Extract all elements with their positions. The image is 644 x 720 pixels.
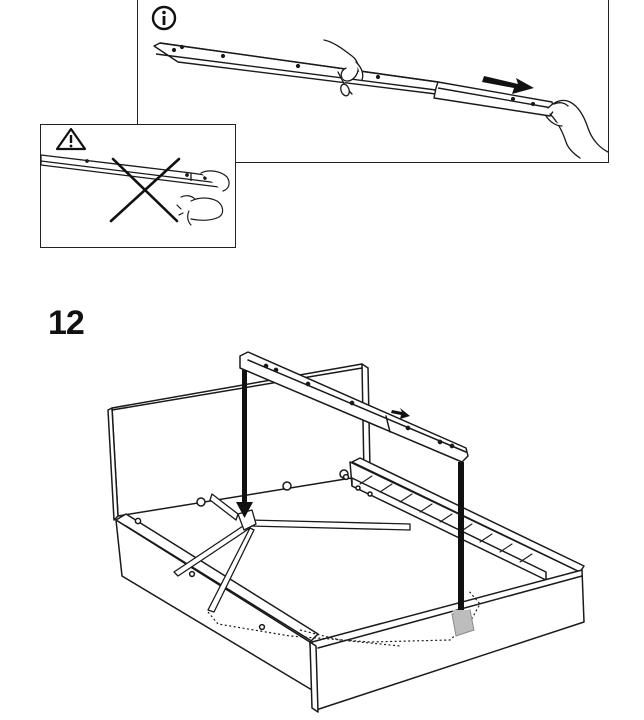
slide-right-arrow-small xyxy=(391,408,410,419)
center-rail xyxy=(239,351,469,463)
rail-wrong-usage xyxy=(40,154,226,188)
down-arrow-right xyxy=(452,462,470,628)
warning-panel xyxy=(40,124,236,248)
warning-triangle-icon xyxy=(55,127,87,151)
footboard xyxy=(309,569,585,713)
hand-holding-icon xyxy=(323,39,364,97)
headboard xyxy=(107,363,371,521)
info-icon xyxy=(151,5,177,31)
info-illustration xyxy=(151,5,609,159)
warning-illustration xyxy=(40,127,230,226)
cross-out-icon xyxy=(109,157,181,223)
right-side-rail xyxy=(342,457,585,597)
telescopic-rail xyxy=(153,42,555,117)
hand-pinching-icon xyxy=(176,170,230,226)
down-arrow-left xyxy=(236,370,253,518)
slide-right-arrow xyxy=(482,76,534,94)
step-number: 12 xyxy=(48,304,85,342)
hidden-leg-outline xyxy=(207,589,481,647)
hand-pulling-icon xyxy=(545,99,609,159)
